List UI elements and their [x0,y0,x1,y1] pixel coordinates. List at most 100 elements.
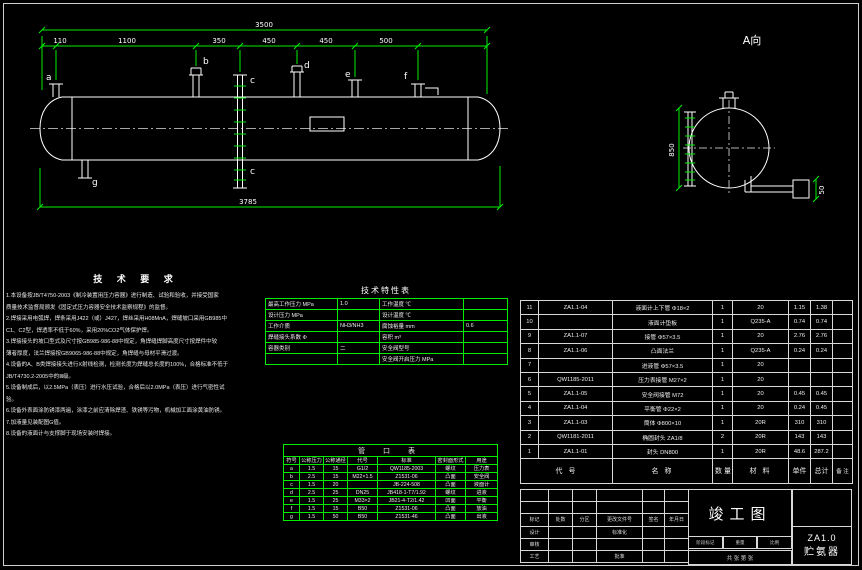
bom-header-total: 总计 [810,458,833,485]
table-row: 设计压力 MPa 设计温度 ℃ [265,309,508,321]
dim-850: 850 [668,143,676,156]
tech-req-line: 3.焊接接头的坡口型式及尺寸按GB985-986-88中规定，角焊缝焊脚高度尺寸… [6,339,218,345]
cell: 1 [712,415,733,431]
stage-cell: 重量 [722,536,758,549]
nozzle-letters: a b c d e f g c [46,57,408,188]
cell: 287.2 [810,443,833,460]
cell: 1.5 [299,480,324,489]
cell: 工作温度 ℃ [379,298,464,310]
cell: Z1531-06 [377,472,436,481]
title-block: 标记 处数 分区 更改文件号 签名 年月日 设计标准化 审核 工艺批准 竣工图 … [520,488,852,565]
cell: 分区 [572,513,597,527]
cell [642,525,665,539]
cell: 安全阀型号 [379,342,464,354]
cell: 9 [520,328,539,345]
tech-req-line: C1、C2型，焊透率不低于60%，采用20%CO2气体保护焊。 [6,327,153,334]
cell: 1 [712,343,733,359]
cell: 2 [712,429,733,445]
cell: 1 [712,443,733,460]
cell [832,443,853,460]
tech-req-line: 验。 [6,396,18,403]
cell: 凹面 [435,496,466,505]
end-view-title: A向 [743,33,762,47]
cell: ZA1.1-03 [538,415,613,431]
header-cell: 标准 [377,456,436,465]
dim-seg3: 350 [212,37,225,45]
cell: b [283,472,300,481]
dim-50: 50 [818,186,826,195]
end-view-ticks [675,104,820,203]
cell: 1.5 [299,512,324,521]
tech-req-line: 8.设备的液面计与支撑脚于现场安装时焊接。 [6,431,116,437]
table-row: 安全阀开启压力 MPa [265,353,508,365]
cell: 3 [520,415,539,431]
table-row: 审核 [520,537,689,551]
stage-cell: 阶段标记 [688,536,723,549]
cell: 20 [323,480,348,489]
cell: 腐蚀裕量 mm [379,320,464,332]
cell: QW1185-2003 [377,464,436,473]
header-cell: 代号 [347,456,378,465]
table-row: 设计标准化 [520,525,689,539]
tech-req-line: 1.本设备按JB/T4750-2003《制冷装置用压力容器》进行制造、试验和验收… [6,293,219,299]
label-g: g [92,178,98,188]
cell: B50 [347,512,378,521]
cell: 凸面 [435,480,466,489]
nameplate [309,116,345,132]
cell: 处数 [548,513,573,527]
cell: Q235-A [732,314,789,330]
cell: 6 [520,371,539,388]
cell: 0.6 [463,320,508,332]
cell [832,415,853,431]
cell: 1 [712,299,733,316]
drawing-id-cell: ZA1.0 贮氨器 [792,526,852,565]
cell [664,537,689,551]
dimension-lines [36,26,504,211]
cell: 10 [520,314,539,330]
label-f: f [404,72,408,82]
cell: 15 [323,472,348,481]
cell [788,357,811,373]
cell: 安全阀接管 M72 [612,386,713,402]
cell: 0.74 [810,314,833,330]
cell: 1.5 [299,496,324,505]
dim-seg4: 450 [262,37,275,45]
cell [265,353,338,365]
cell: 143 [788,429,811,445]
technical-requirements-title: 技 术 要 求 [93,274,179,284]
cell [596,501,643,515]
cell: JB21-4-T2/1.42 [377,496,436,505]
label-d: d [304,61,310,71]
cell [548,488,573,503]
cell: 2.5 [299,472,324,481]
cell: 0.24 [788,400,811,417]
nozzle-table-title: 管 口 表 [282,444,499,457]
cell [596,537,643,551]
nozzle-b [189,67,203,97]
tech-characteristics-title: 技术特性表 [361,286,411,295]
cell: 容器类别 [265,342,338,354]
cell: QW1181-2011 [538,429,613,445]
cell: 放油 [464,504,499,513]
drawing-mark-cell [792,489,852,527]
cell [642,501,665,515]
table-row [520,488,689,503]
cell: Q235-A [732,343,789,359]
bom-header-qty: 数量 [712,458,733,485]
cell: 20R [732,443,789,460]
cell: 20 [732,386,789,402]
label-a: a [46,73,52,83]
gauge-ticks [234,85,246,181]
cell [788,371,811,388]
table-row: 工艺批准 [520,549,689,564]
cell: 安全阀 [464,472,499,481]
